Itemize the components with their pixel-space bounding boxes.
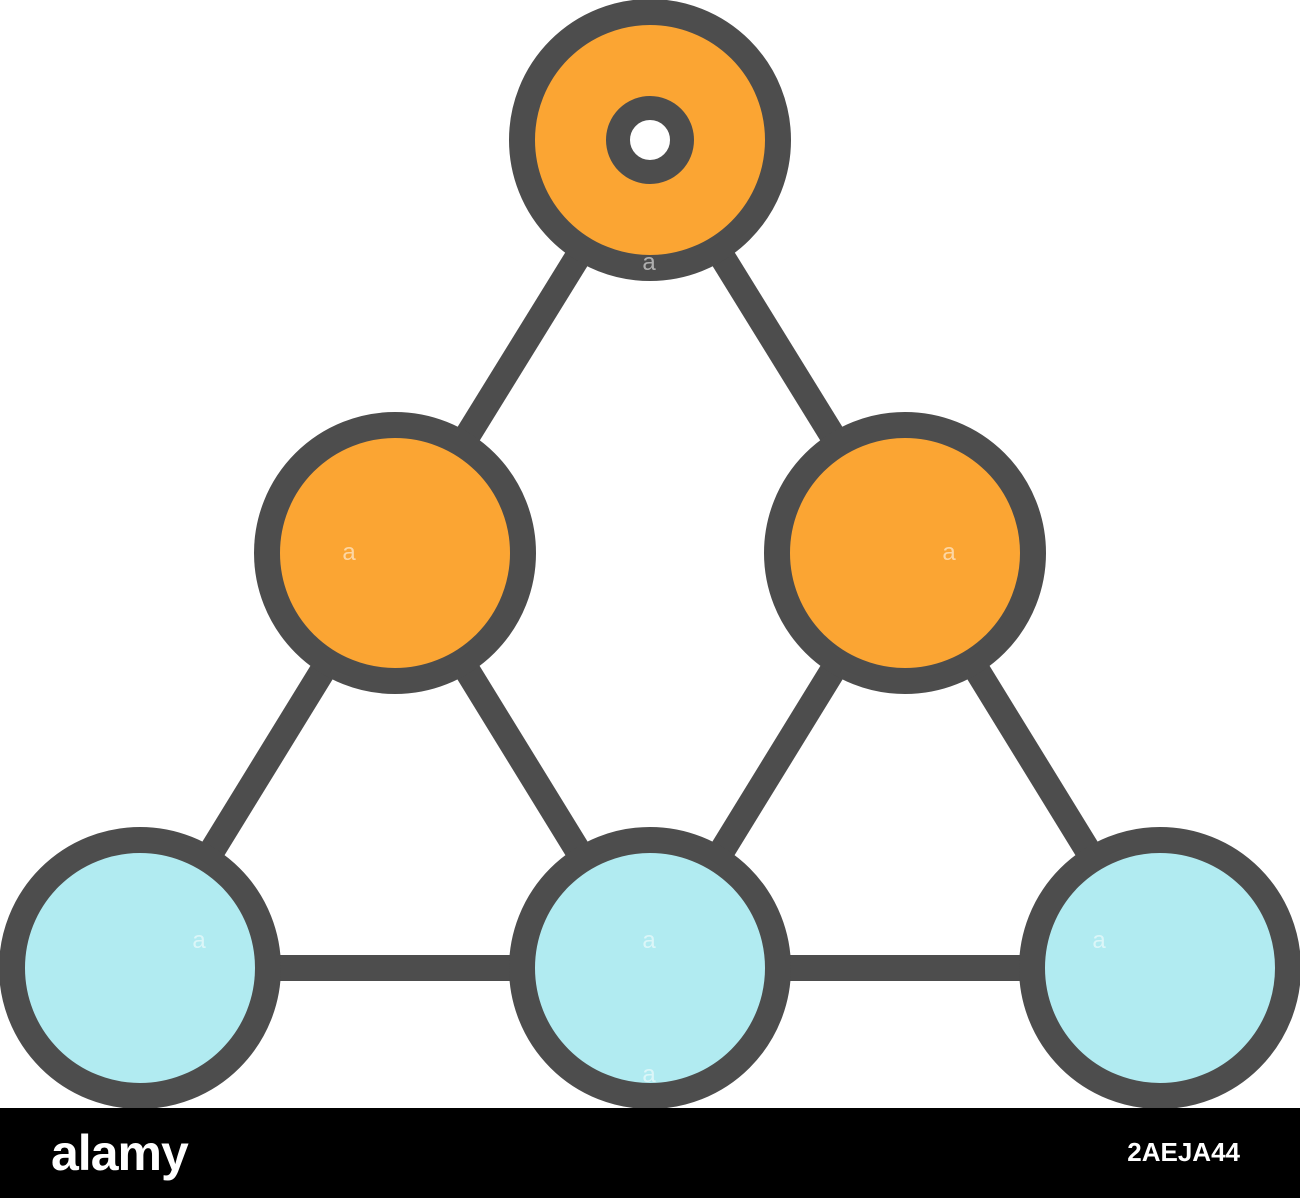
diagram-nodes [0,0,1300,1108]
watermark-layer: a a a a a a a a [192,249,1106,1088]
watermark-glyph: a [642,1061,656,1088]
node-circle-bottom-right [1019,827,1300,1108]
node-middle-right [764,412,1046,694]
network-hierarchy-diagram: a a a a a a a a [0,0,1300,1108]
watermark-glyph: a [342,539,356,566]
watermark-glyph: a [642,927,656,954]
alamy-logo: alamy [51,1125,189,1181]
watermark-glyph: a [642,249,656,276]
image-id-label: 2AEJA44 [1127,1137,1240,1167]
node-bottom-center [509,827,791,1108]
node-bottom-right [1019,827,1300,1108]
node-circle-middle-right [764,412,1046,694]
inner-ring-icon [606,96,694,184]
node-circle-bottom-left [0,827,281,1108]
node-circle-middle-left [254,412,536,694]
watermark-glyph: a [342,1049,356,1076]
watermark-glyph: a [942,539,956,566]
stock-footer-bar: alamy 2AEJA44 [0,1108,1300,1198]
node-top [509,0,791,281]
node-circle-bottom-center [509,827,791,1108]
watermark-glyph: a [1092,927,1106,954]
watermark-glyph: a [192,927,206,954]
node-bottom-left [0,827,281,1108]
node-middle-left [254,412,536,694]
